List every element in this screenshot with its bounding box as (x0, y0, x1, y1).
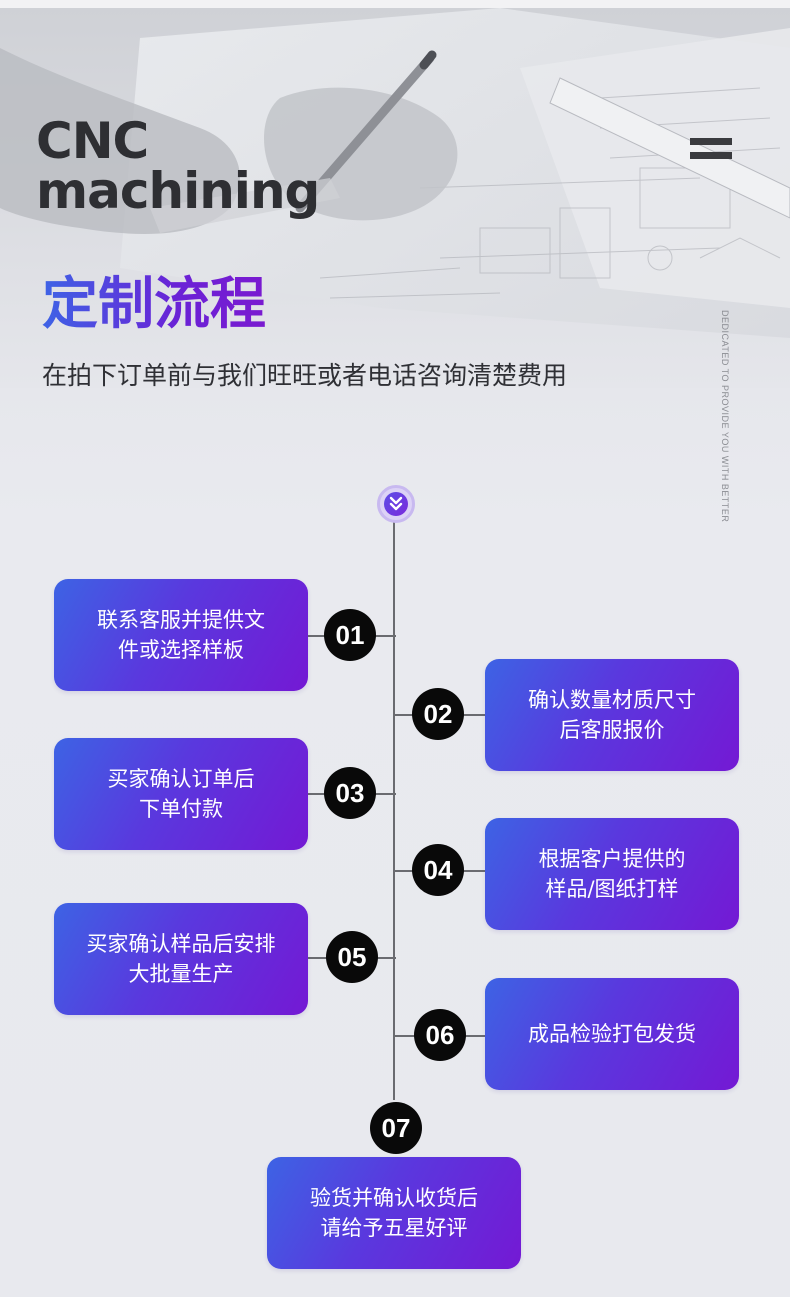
step-text: 联系客服并提供文 件或选择样板 (97, 605, 265, 665)
step-text: 买家确认样品后安排 大批量生产 (87, 929, 276, 989)
page-title: 定制流程 (42, 270, 266, 340)
step-number-badge: 05 (326, 931, 378, 983)
brand-title-line2: machining (36, 166, 319, 216)
step-number-badge: 04 (412, 844, 464, 896)
step-number-badge: 06 (414, 1009, 466, 1061)
menu-bar-bottom (690, 152, 732, 159)
step-number-badge: 07 (370, 1102, 422, 1154)
step-card-04[interactable]: 根据客户提供的 样品/图纸打样 (485, 818, 739, 930)
top-strip (0, 0, 790, 8)
hamburger-menu-icon[interactable] (690, 138, 732, 162)
menu-bar-top (690, 138, 732, 145)
step-text: 根据客户提供的 样品/图纸打样 (539, 844, 686, 904)
step-text: 成品检验打包发货 (528, 1019, 696, 1049)
double-chevron-down-icon[interactable] (377, 485, 415, 523)
step-card-02[interactable]: 确认数量材质尺寸 后客服报价 (485, 659, 739, 771)
double-chevron-down-glyph (384, 492, 408, 516)
step-card-03[interactable]: 买家确认订单后 下单付款 (54, 738, 308, 850)
step-number-badge: 02 (412, 688, 464, 740)
step-card-01[interactable]: 联系客服并提供文 件或选择样板 (54, 579, 308, 691)
step-number-badge: 01 (324, 609, 376, 661)
step-card-07[interactable]: 验货并确认收货后 请给予五星好评 (267, 1157, 521, 1269)
brand-title: CNC machining (36, 116, 319, 216)
page-subtitle: 在拍下订单前与我们旺旺或者电话咨询清楚费用 (42, 358, 567, 394)
step-text: 买家确认订单后 下单付款 (108, 764, 255, 824)
step-text: 验货并确认收货后 请给予五星好评 (310, 1183, 478, 1243)
step-card-05[interactable]: 买家确认样品后安排 大批量生产 (54, 903, 308, 1015)
timeline-line (393, 520, 395, 1100)
step-number-badge: 03 (324, 767, 376, 819)
vertical-side-note: DEDICATED TO PROVIDE YOU WITH BETTER (720, 310, 730, 522)
step-text: 确认数量材质尺寸 后客服报价 (528, 685, 696, 745)
brand-title-line1: CNC (36, 116, 319, 166)
step-card-06[interactable]: 成品检验打包发货 (485, 978, 739, 1090)
